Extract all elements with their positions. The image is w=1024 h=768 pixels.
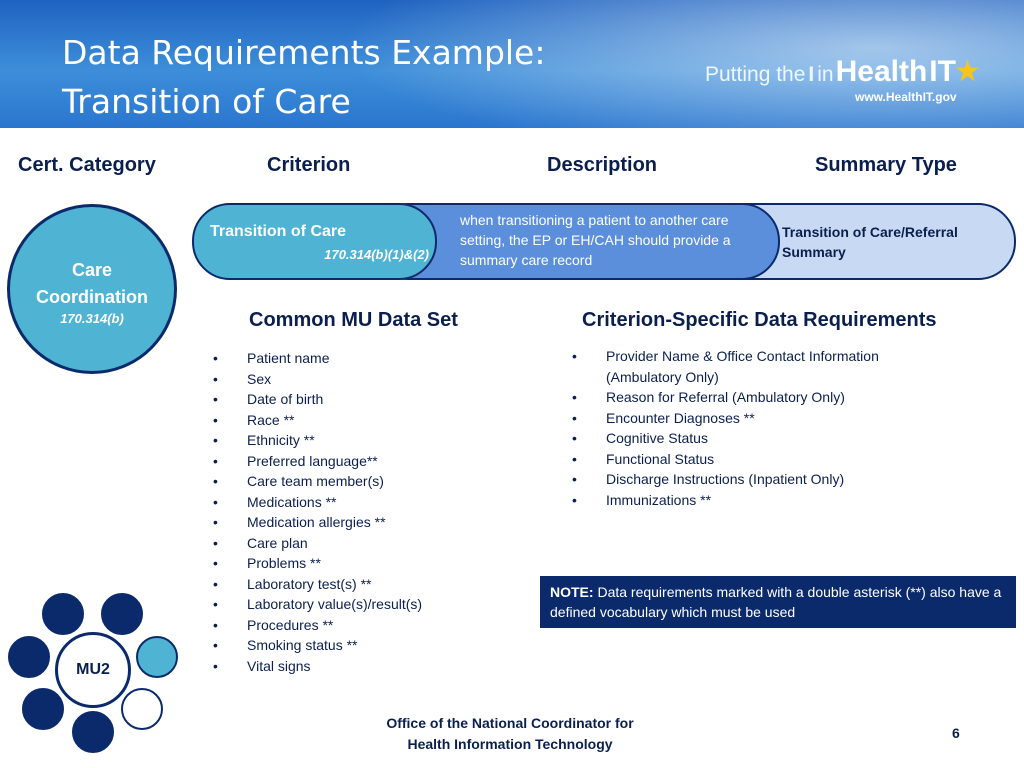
footer-org: Office of the National Coordinator for H…	[360, 713, 660, 755]
logo-prefix: Putting the	[705, 63, 806, 86]
cluster-dot	[136, 636, 178, 678]
logo-in: in	[817, 63, 834, 86]
heading-summary-type: Summary Type	[815, 154, 957, 176]
cluster-dot	[121, 688, 163, 730]
specific-set-list: Provider Name & Office Contact Informati…	[572, 346, 932, 510]
healthit-logo: Putting the I in Health IT ★ www.HealthI…	[705, 54, 1005, 114]
list-item: Immunizations **	[572, 490, 932, 511]
list-item: Reason for Referral (Ambulatory Only)	[572, 387, 932, 408]
list-item: Race **	[213, 410, 513, 431]
cluster-dot	[72, 711, 114, 753]
description-pill	[370, 203, 780, 280]
list-item: Procedures **	[213, 615, 513, 636]
list-item: Ethnicity **	[213, 430, 513, 451]
slide-title: Data Requirements Example: Transition of…	[62, 28, 662, 126]
cluster-dot	[101, 593, 143, 635]
category-circle: Care Coordination 170.314(b)	[7, 204, 177, 374]
list-item: Smoking status **	[213, 635, 513, 656]
category-label-line2: Coordination	[36, 287, 148, 307]
list-item: Problems **	[213, 553, 513, 574]
category-label-line1: Care	[71, 260, 113, 280]
list-item: Vital signs	[213, 656, 513, 677]
cluster-dot	[42, 593, 84, 635]
specific-set-heading: Criterion-Specific Data Requirements	[582, 309, 937, 331]
list-item: Date of birth	[213, 389, 513, 410]
star-icon: ★	[953, 55, 981, 88]
criterion-name: Transition of Care	[210, 223, 347, 240]
criterion-pill: Transition of Care 170.314(b)(1)&(2)	[192, 203, 437, 280]
list-item: Sex	[213, 369, 513, 390]
criterion-code: 170.314(b)(1)&(2)	[324, 247, 429, 262]
note-box: NOTE: Data requirements marked with a do…	[540, 576, 1016, 628]
list-item: Preferred language**	[213, 451, 513, 472]
list-item: Laboratory value(s)/result(s)	[213, 594, 513, 615]
list-item: Discharge Instructions (Inpatient Only)	[572, 469, 932, 490]
footer-line2: Health Information Technology	[407, 736, 613, 752]
slide-title-line2: Transition of Care	[62, 82, 351, 121]
heading-description: Description	[547, 154, 658, 176]
category-label: Care Coordination	[10, 257, 174, 311]
logo-health: Health	[835, 55, 928, 88]
logo-wordmark: Putting the I in Health IT ★	[705, 54, 1005, 89]
summary-type-text: Transition of Care/Referral Summary	[782, 224, 958, 260]
list-item: Encounter Diagnoses **	[572, 408, 932, 429]
list-item: Functional Status	[572, 449, 932, 470]
cluster-dot	[8, 636, 50, 678]
list-item: Cognitive Status	[572, 428, 932, 449]
category-code: 170.314(b)	[60, 311, 124, 326]
heading-criterion: Criterion	[267, 154, 351, 176]
description-text: when transitioning a patient to another …	[460, 212, 731, 268]
note-text: Data requirements marked with a double a…	[550, 584, 1002, 620]
logo-url: www.HealthIT.gov	[855, 90, 957, 104]
common-set-heading: Common MU Data Set	[249, 309, 458, 331]
cluster-dot	[22, 688, 64, 730]
logo-i: I	[808, 63, 815, 86]
slide-title-line1: Data Requirements Example:	[62, 33, 546, 72]
header-highlight	[244, 0, 1024, 128]
list-item: Laboratory test(s) **	[213, 574, 513, 595]
slide-header: Data Requirements Example: Transition of…	[0, 0, 1024, 128]
heading-cert-category: Cert. Category	[18, 154, 156, 176]
list-item: Care team member(s)	[213, 471, 513, 492]
list-item: Medication allergies **	[213, 512, 513, 533]
page-number: 6	[952, 725, 960, 741]
list-item: Provider Name & Office Contact Informati…	[572, 346, 932, 387]
list-item: Medications **	[213, 492, 513, 513]
list-item: Patient name	[213, 348, 513, 369]
footer-line1: Office of the National Coordinator for	[386, 715, 634, 731]
note-label: NOTE:	[550, 584, 594, 600]
logo-it: IT	[929, 55, 956, 88]
list-item: Care plan	[213, 533, 513, 554]
common-set-list: Patient name Sex Date of birth Race ** E…	[213, 348, 513, 676]
mu2-badge: MU2	[55, 632, 131, 708]
